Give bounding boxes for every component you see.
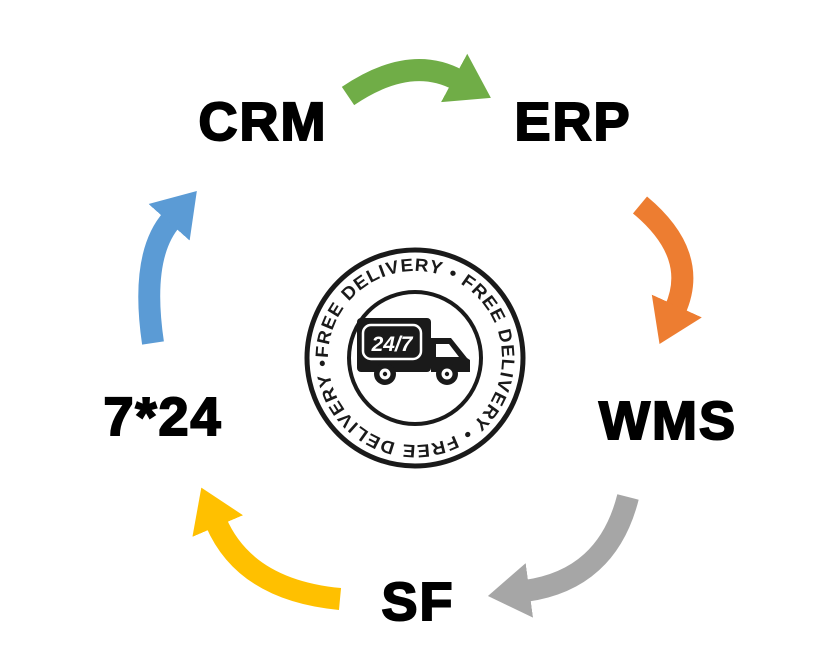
truck-24-7-label: 24/7 [371, 333, 414, 356]
truck-window [436, 344, 459, 357]
node-label-crm: CRM [198, 92, 328, 152]
truck-front-wheel-hub [444, 371, 450, 377]
arrow-sf-to-support [192, 487, 342, 610]
node-label-erp: ERP [513, 92, 632, 152]
truck-rear-wheel-hub [382, 371, 388, 377]
arrow-wms-to-sf [487, 494, 639, 618]
arrow-support-to-crm [138, 191, 197, 345]
delivery-truck-icon: 24/7 [357, 318, 470, 385]
free-delivery-badge: FREE DELIVERY • FREE DELIVERY • FREE DEL… [304, 247, 526, 469]
arrow-crm-to-erp [341, 53, 491, 106]
truck-sign-frame [361, 323, 423, 361]
arrow-erp-to-wms [632, 196, 702, 345]
node-label-sf: SF [380, 572, 455, 632]
node-label-wms: WMS [598, 391, 737, 451]
node-label-7-24: 7*24 [102, 387, 223, 447]
